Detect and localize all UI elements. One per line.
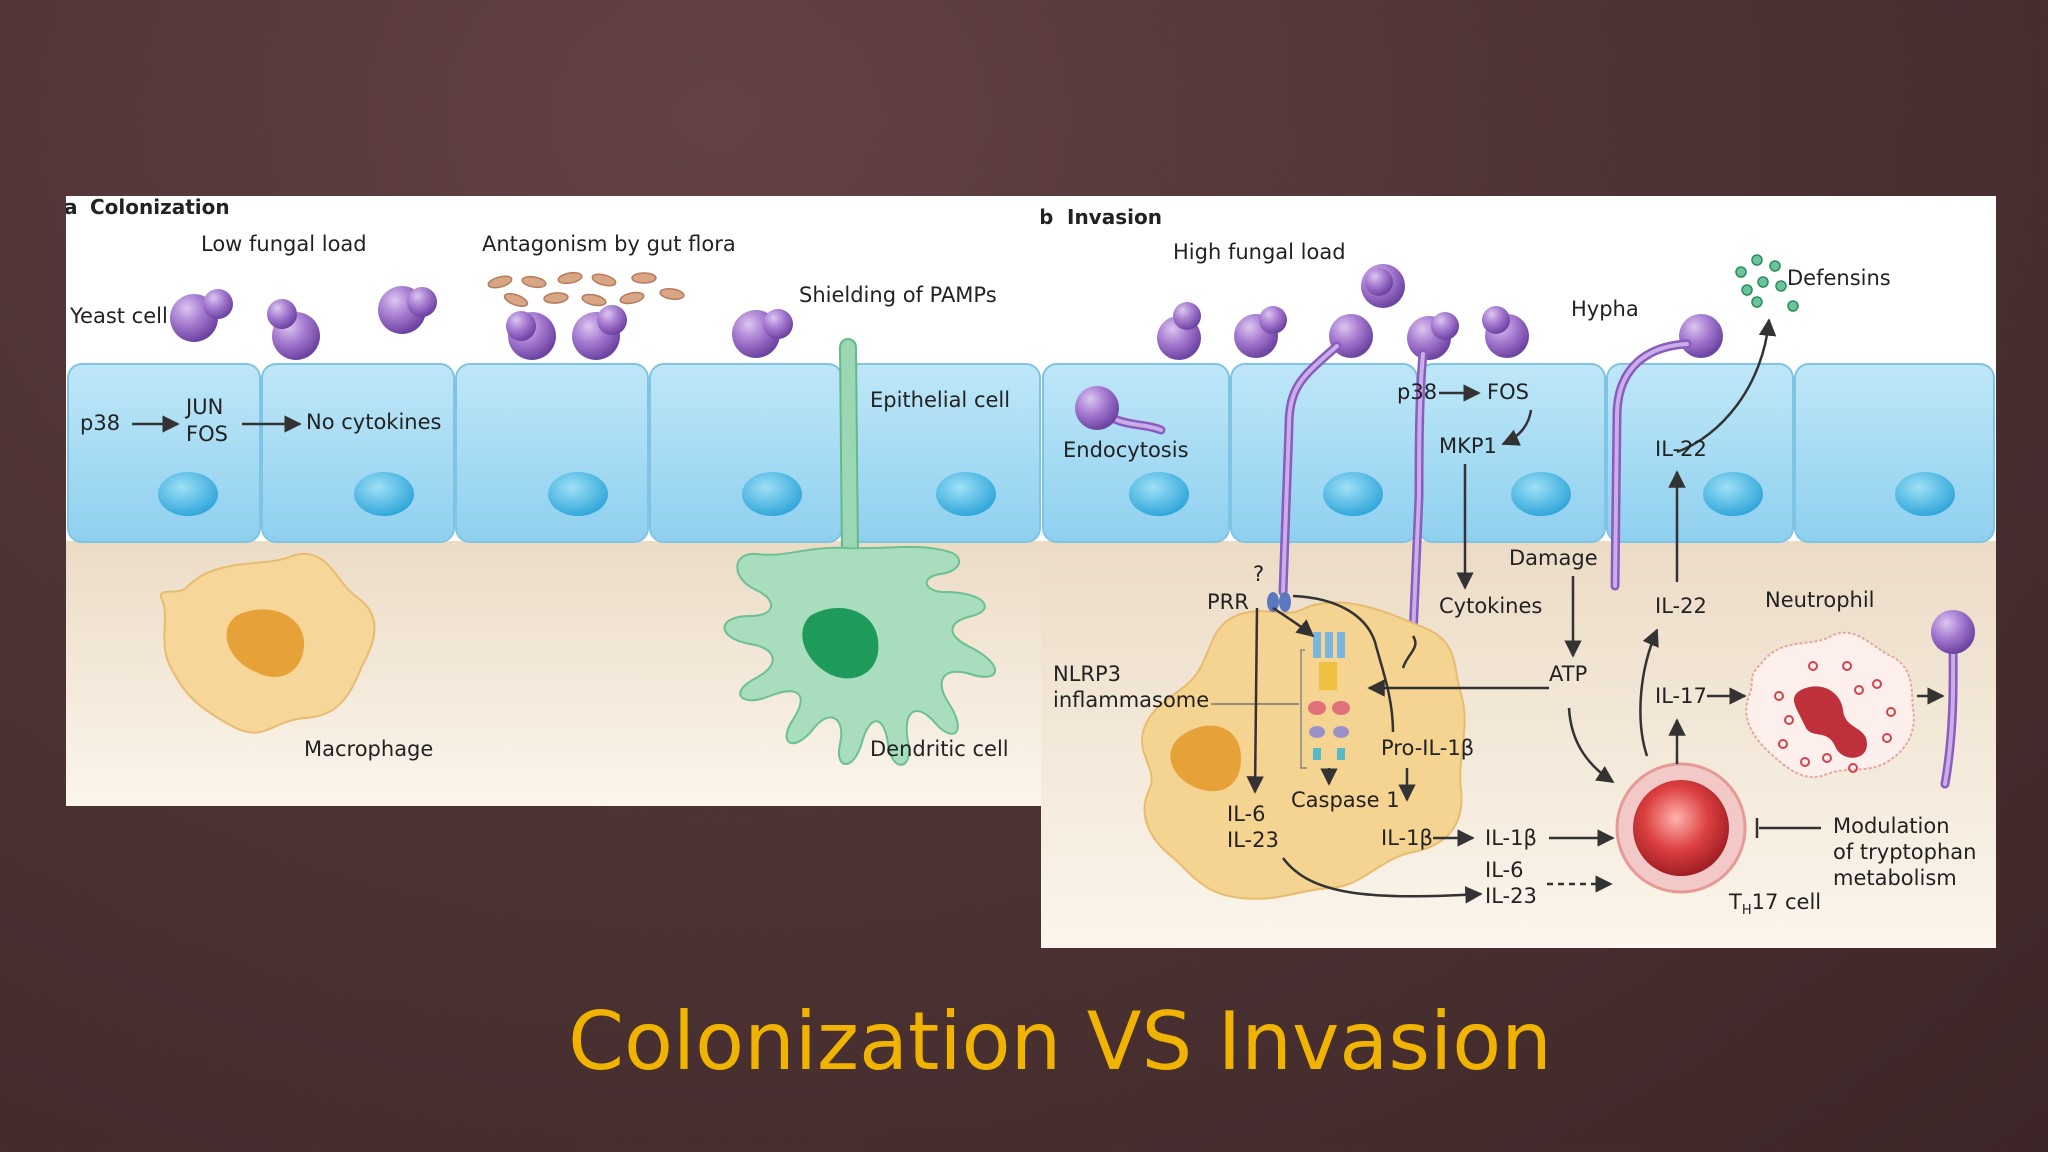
hypha-icon <box>1278 314 1373 597</box>
arrow-fos-mkp1 <box>1501 409 1533 446</box>
th17-letter: T <box>1729 890 1742 914</box>
label-fos: FOS <box>1487 380 1529 404</box>
label-nlrp3: NLRP3 <box>1053 662 1122 686</box>
label-p38: p38 <box>80 411 121 435</box>
nucleus-icon <box>158 472 218 516</box>
defensins-icon <box>1735 254 1799 312</box>
gut-flora-icon <box>487 271 685 307</box>
yeast-cell-icon <box>506 305 627 360</box>
label-damage: Damage <box>1509 546 1598 570</box>
nucleus-icon <box>354 472 414 516</box>
label-tryptophan: of tryptophan <box>1833 840 1977 864</box>
signaling-arrows <box>1246 318 1945 904</box>
th17-rest: 17 cell <box>1751 890 1822 914</box>
panel-title: Colonization <box>90 196 230 219</box>
label-defensins: Defensins <box>1787 266 1891 290</box>
label-mkp1: MKP1 <box>1439 434 1497 458</box>
label-il22-middle: IL-22 <box>1655 594 1707 618</box>
label-caspase1: Caspase 1 <box>1291 788 1400 812</box>
nlrp3-inflammasome-icon <box>1300 632 1350 769</box>
label-no-cytokines: No cytokines <box>306 410 442 434</box>
label-inflammasome: inflammasome <box>1053 688 1210 712</box>
label-il1b-a: IL-1β <box>1381 826 1433 850</box>
arrow-il6-il6 <box>1281 857 1483 904</box>
nucleus-icon <box>1703 472 1763 516</box>
label-jun: JUN <box>186 395 224 419</box>
label-th17-cell: TH17 cell <box>1729 890 1821 919</box>
th17-cell-icon <box>1615 762 1747 894</box>
panel-colonization: a Colonization Low fungal load Antagonis… <box>66 196 1042 806</box>
panel-invasion: b Invasion High fungal load Hypha Defens… <box>1041 196 1996 948</box>
label-il1b-b: IL-1β <box>1485 826 1537 850</box>
colonization-illustration <box>66 271 1042 806</box>
prr-receptor-icon <box>1267 592 1291 612</box>
hypha-icon <box>1931 610 1975 789</box>
nucleus-icon <box>1323 472 1383 516</box>
nucleus-icon <box>1511 472 1571 516</box>
yeast-cell-icon <box>732 309 793 358</box>
label-neutrophil: Neutrophil <box>1765 588 1875 612</box>
panel-letter: b <box>1041 205 1054 229</box>
panel-letter: a <box>66 196 78 219</box>
slide-title: Colonization VS Invasion <box>568 995 1552 1088</box>
label-metabolism: metabolism <box>1833 866 1957 890</box>
label-yeast-cell: Yeast cell <box>70 304 168 328</box>
macrophage-icon <box>159 552 376 734</box>
label-il6-left: IL-6 <box>1227 802 1266 826</box>
panel-title: Invasion <box>1067 205 1162 229</box>
label-hypha: Hypha <box>1571 297 1639 321</box>
yeast-cell-icon <box>170 289 233 342</box>
label-high-fungal-load: High fungal load <box>1173 240 1346 264</box>
nucleus-icon <box>548 472 608 516</box>
label-dendritic-cell: Dendritic cell <box>870 737 1009 761</box>
dendritic-cell-icon <box>723 338 996 766</box>
label-fos: FOS <box>186 422 228 446</box>
hypha-icon <box>1610 314 1723 591</box>
invasion-illustration <box>1041 254 1996 948</box>
arrow-atp-th17 <box>1567 707 1615 784</box>
label-atp: ATP <box>1549 662 1588 686</box>
label-endocytosis: Endocytosis <box>1063 438 1189 462</box>
label-epithelial-cell: Epithelial cell <box>870 388 1011 412</box>
label-il23-right: IL-23 <box>1485 884 1537 908</box>
arrow-hypha-branch <box>1401 635 1417 669</box>
nucleus-icon <box>1129 472 1189 516</box>
label-prr: PRR <box>1207 590 1249 614</box>
label-modulation: Modulation <box>1833 814 1950 838</box>
nucleus-icon <box>1895 472 1955 516</box>
label-il6-right: IL-6 <box>1485 858 1524 882</box>
arrow-il22-defensins <box>1676 318 1777 454</box>
epithelial-layer <box>67 363 1041 543</box>
arrow-prr-il6 <box>1246 607 1264 794</box>
label-macrophage: Macrophage <box>304 737 434 761</box>
neutrophil-icon <box>1745 631 1915 779</box>
yeast-cell-icon <box>267 299 320 360</box>
arrow-prr-proil1b <box>1292 594 1395 733</box>
arrow-th17-il22 <box>1639 628 1659 757</box>
label-il22-epithelium: IL-22 <box>1655 437 1707 461</box>
label-low-fungal-load: Low fungal load <box>201 232 367 256</box>
nucleus-icon <box>936 472 996 516</box>
label-shielding: Shielding of PAMPs <box>799 283 997 307</box>
th17-subscript: H <box>1741 903 1752 919</box>
label-il23-left: IL-23 <box>1227 828 1279 852</box>
label-p38: p38 <box>1397 380 1438 404</box>
yeast-cell-icon <box>1157 264 1529 360</box>
yeast-cell-icon <box>378 286 437 334</box>
label-il17: IL-17 <box>1655 684 1707 708</box>
label-question: ? <box>1253 562 1265 586</box>
label-antagonism: Antagonism by gut flora <box>482 232 736 256</box>
nucleus-icon <box>742 472 802 516</box>
endocytosed-yeast-icon <box>1075 386 1166 435</box>
label-cytokines: Cytokines <box>1439 594 1543 618</box>
arrow-prr-inflammasome <box>1272 606 1315 638</box>
label-pro-il1b: Pro-IL-1β <box>1381 736 1475 760</box>
